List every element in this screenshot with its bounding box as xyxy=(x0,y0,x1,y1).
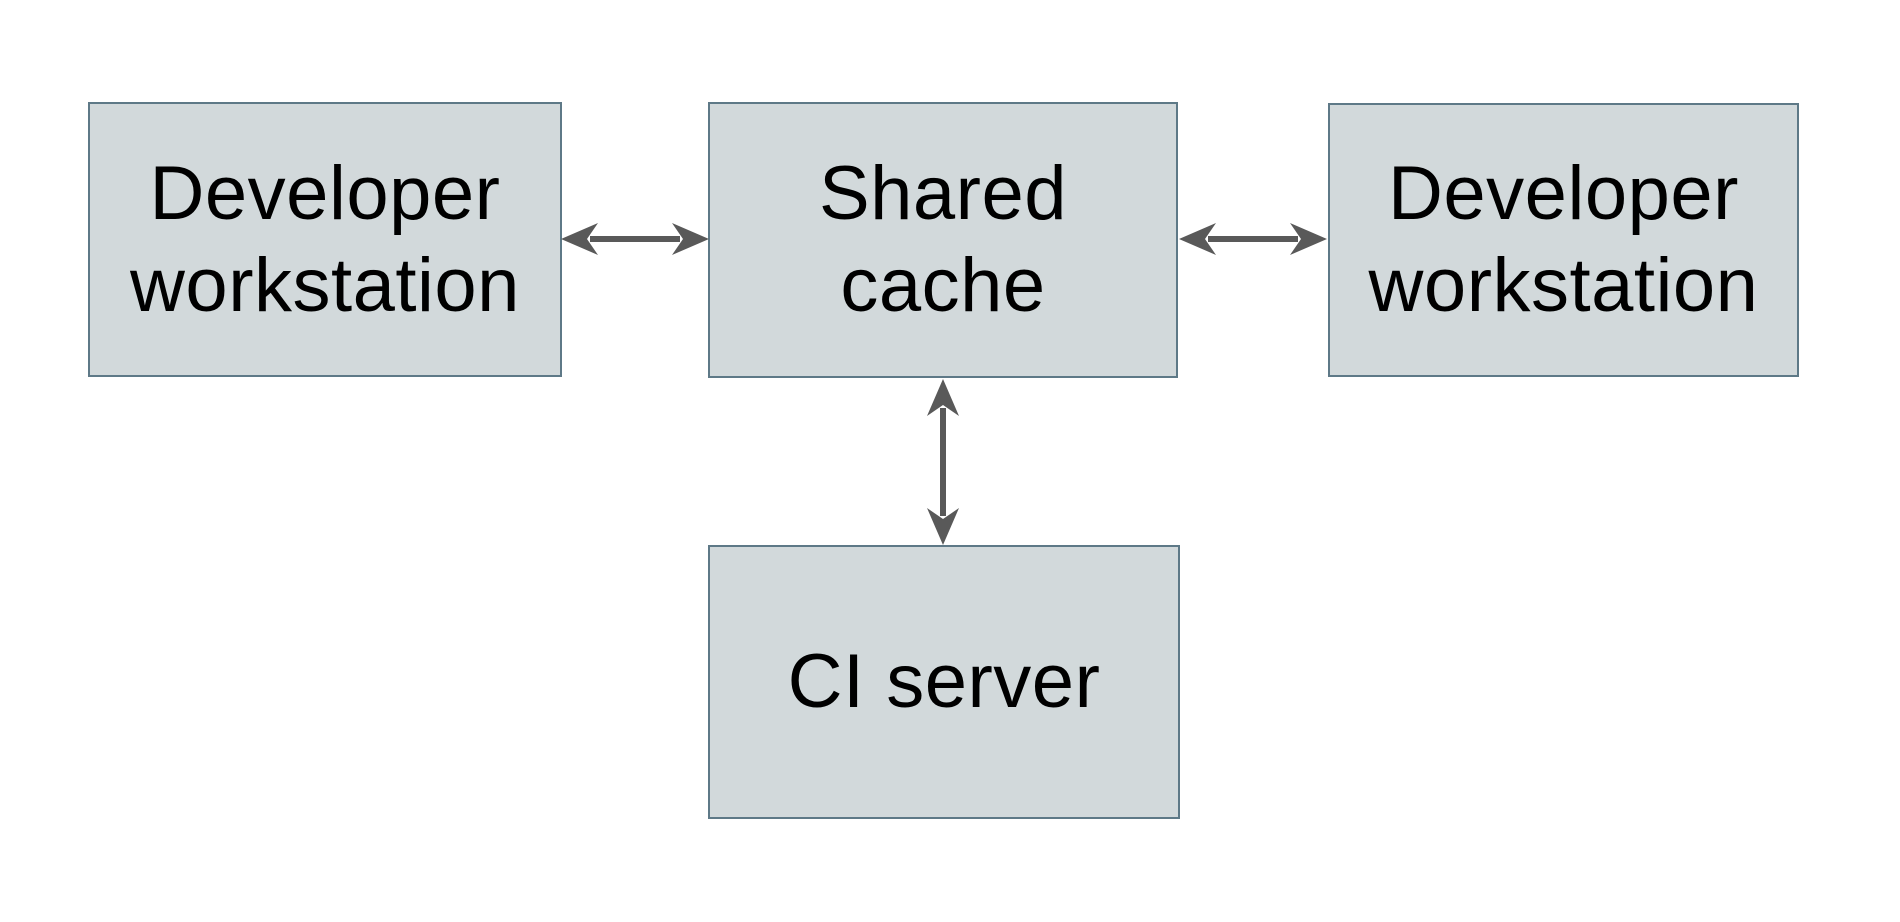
node-label-developer-workstation-right: Developer workstation xyxy=(1368,151,1759,328)
node-label-shared-cache: Shared cache xyxy=(818,151,1068,328)
node-label-ci-server: CI server xyxy=(787,639,1101,724)
bidirectional-arrow-icon-cache-right-workstation xyxy=(1179,223,1327,255)
node-shared-cache: Shared cache xyxy=(708,102,1178,378)
node-developer-workstation-left: Developer workstation xyxy=(88,102,562,377)
bidirectional-arrow-icon-cache-ci-server xyxy=(927,379,959,545)
node-developer-workstation-right: Developer workstation xyxy=(1328,103,1799,377)
node-ci-server: CI server xyxy=(708,545,1180,819)
node-label-developer-workstation-left: Developer workstation xyxy=(130,150,520,328)
bidirectional-arrow-icon-left-workstation-cache xyxy=(561,223,709,255)
